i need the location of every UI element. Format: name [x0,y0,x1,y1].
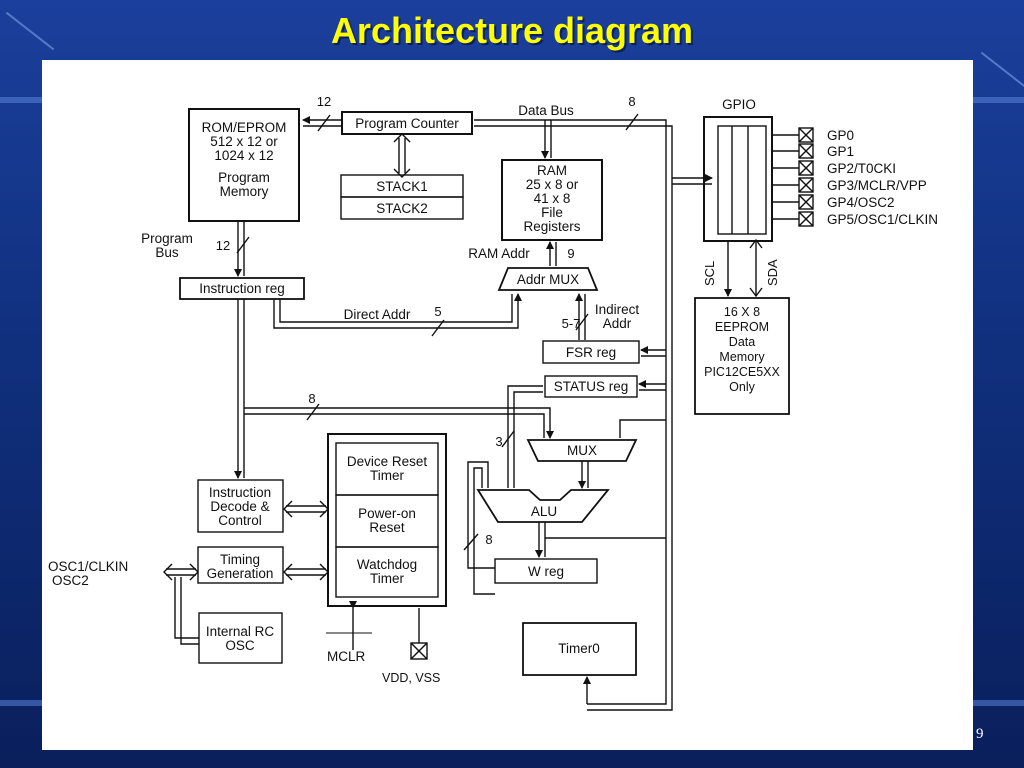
addr-mux-label: Addr MUX [517,272,579,287]
ram-addr-label: RAM Addr [468,246,530,261]
eeprom-label-6: Only [729,380,755,394]
eeprom-label-3: Data [729,335,755,349]
w-reg-label: W reg [528,564,564,579]
pin-osc1: OSC1/CLKIN [48,559,128,574]
addr-mux-block [497,267,599,291]
ram-block [501,159,603,241]
watchdog-label-1: Watchdog [357,557,417,572]
ram-label-5: Registers [523,219,580,234]
program-counter-label: Program Counter [355,116,459,131]
eeprom-label-2: EEPROM [715,320,769,334]
pin-gp1: GP1 [827,144,854,159]
indirect-addr-label-2: Addr [603,316,632,331]
sda-label: SDA [765,259,780,286]
pin-gp5: GP5/OSC1/CLKIN [827,212,938,227]
direct-addr-label: Direct Addr [344,307,411,322]
rom-label-2: 512 x 12 or [210,134,278,149]
program-bus-label-2: Bus [155,245,179,260]
decode-label-3: Control [218,513,262,528]
indirect-addr-label-1: Indirect [595,302,640,317]
w-reg-block [494,558,598,584]
internal-rc-label-2: OSC [225,638,255,653]
alu-block [476,489,610,523]
ram-label-3: 41 x 8 [534,191,571,206]
eeprom-label-1: 16 X 8 [724,305,760,319]
stack2-label: STACK2 [376,201,428,216]
decode-label-2: Decode & [210,499,269,514]
program-counter-block [341,111,473,135]
pin-mclr: MCLR [327,649,366,664]
slide-title: Architecture diagram [330,10,694,51]
width-w-feedback: 8 [485,532,492,547]
device-reset-label-2: Timer [370,468,404,483]
device-reset-label-1: Device Reset [347,454,428,469]
width-direct-addr: 5 [434,304,441,319]
pin-osc2: OSC2 [52,573,89,588]
fsr-reg-label: FSR reg [566,345,616,360]
architecture-diagram: ROM/EPROM 512 x 12 or 1024 x 12 Program … [48,94,938,711]
power-on-label-1: Power-on [358,506,416,521]
pin-vdd-vss: VDD, VSS [382,671,440,685]
watchdog-label-2: Timer [370,571,404,586]
diagram-canvas: ROM/EPROM 512 x 12 or 1024 x 12 Program … [42,60,973,750]
gpio-block [703,116,773,242]
gpio-pin-drivers [772,127,814,227]
pin-gp2: GP2/T0CKI [827,161,896,176]
width-indirect-addr: 5-7 [562,316,581,331]
stack2-block [340,196,464,220]
internal-rc-label-1: Internal RC [206,624,275,639]
instruction-reg-label: Instruction reg [199,281,285,296]
rom-label-4: Program [218,170,270,185]
reset-watchdog-group [327,433,447,607]
ram-label-1: RAM [537,163,567,178]
decode-label-1: Instruction [209,485,271,500]
width-program-bus: 12 [216,238,230,253]
mux-label: MUX [567,443,597,458]
width-data-bus: 8 [628,94,635,109]
width-pc-rom: 12 [317,94,331,109]
pin-gp3: GP3/MCLR/VPP [827,178,927,193]
pin-gp0: GP0 [827,128,854,143]
eeprom-block [694,297,790,415]
eeprom-label-5: PIC12CE5XX [704,365,780,379]
program-bus-label-1: Program [141,231,193,246]
fsr-reg-block [542,340,640,364]
stack1-label: STACK1 [376,179,428,194]
data-bus-label: Data Bus [518,103,574,118]
alu-label: ALU [531,504,557,519]
instruction-reg-block [179,277,305,300]
scl-label: SCL [702,261,717,286]
gpio-latch [717,125,767,235]
timing-label-1: Timing [220,552,260,567]
ram-label-2: 25 x 8 or [526,177,579,192]
mux-block [526,439,638,462]
timing-generation-block [197,546,284,584]
instruction-decode-block [197,479,284,533]
rom-label-5: Memory [220,184,269,199]
timer0-label: Timer0 [558,641,600,656]
rom-label-3: 1024 x 12 [214,148,273,163]
pin-gp4: GP4/OSC2 [827,195,895,210]
rom-label-1: ROM/EPROM [202,120,287,135]
slide-number: 9 [976,726,984,742]
timer0-block [522,622,637,676]
status-reg-block [544,375,638,398]
eeprom-label-4: Memory [719,350,765,364]
power-on-label-2: Reset [369,520,405,535]
data-bus-line [474,119,667,705]
width-ram-addr: 9 [567,246,574,261]
timing-label-2: Generation [207,566,274,581]
ram-label-4: File [541,205,563,220]
width-status-mux: 3 [495,434,502,449]
width-ir-mux: 8 [308,391,315,406]
status-reg-label: STATUS reg [554,379,629,394]
gpio-label: GPIO [722,97,756,112]
watchdog-timer-block [335,546,439,598]
